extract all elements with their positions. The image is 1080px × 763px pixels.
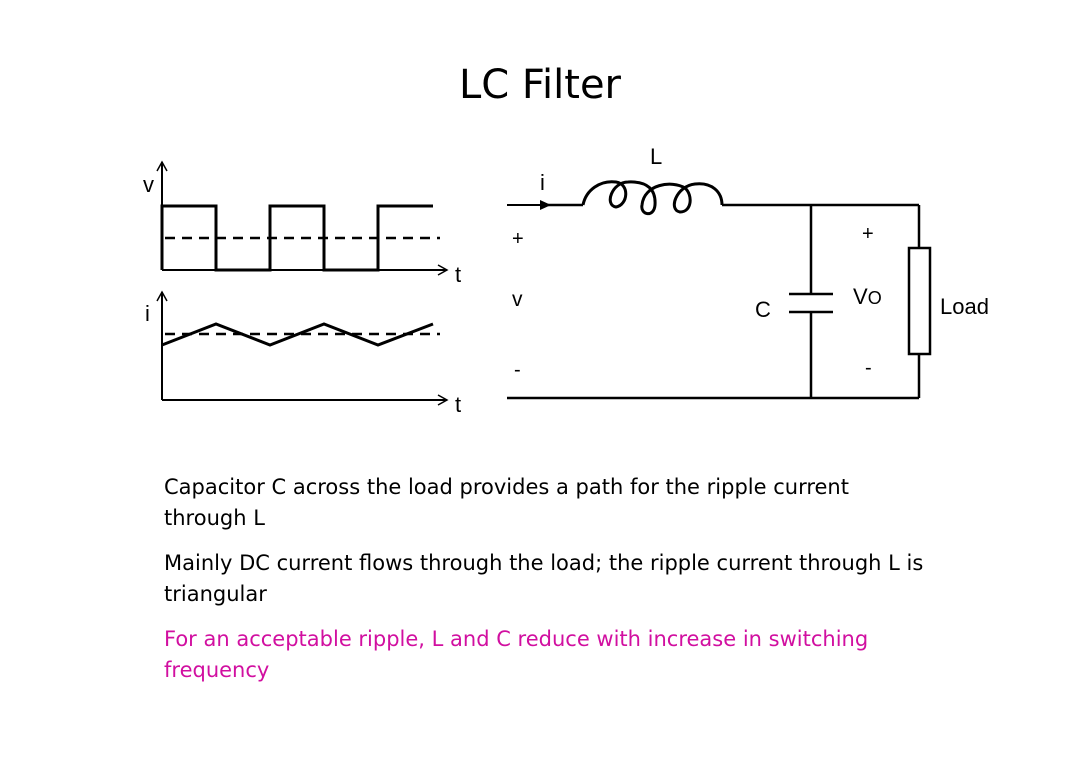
input-minus-sign: - [514, 359, 521, 381]
output-voltage-label: VO [853, 284, 882, 309]
input-voltage-label: v [512, 288, 523, 311]
output-voltage-main: V [853, 284, 868, 309]
bullet-list: Capacitor C across the load provides a p… [164, 472, 924, 700]
output-minus-sign: - [865, 357, 872, 379]
lc-circuit: i L + v - C + VO - Lo [507, 144, 989, 400]
current-time-label: t [455, 392, 461, 417]
voltage-time-label: t [455, 262, 461, 287]
inductor-label: L [650, 144, 662, 169]
current-axis-label: i [145, 301, 150, 326]
capacitor-label: C [755, 297, 771, 322]
slide-title: LC Filter [459, 62, 621, 108]
output-voltage-subscript: O [868, 288, 882, 308]
load-resistor [907, 246, 932, 356]
bullet-item-switching-frequency: For an acceptable ripple, L and C reduce… [164, 627, 869, 682]
input-plus-sign: + [512, 228, 524, 250]
bullet-item-capacitor-path: Capacitor C across the load provides a p… [164, 475, 849, 530]
output-plus-sign: + [862, 223, 874, 245]
bullet-item-dc-current: Mainly DC current flows through the load… [164, 551, 924, 606]
voltage-square-wave [160, 204, 433, 272]
load-label: Load [940, 294, 989, 319]
inductor-coil [581, 180, 724, 216]
current-waveform-plot: i t [145, 290, 461, 417]
voltage-waveform-plot: v t [143, 160, 461, 287]
circuit-current-label: i [540, 170, 545, 195]
current-triangular-wave [161, 322, 434, 347]
voltage-axis-label: v [143, 172, 154, 197]
